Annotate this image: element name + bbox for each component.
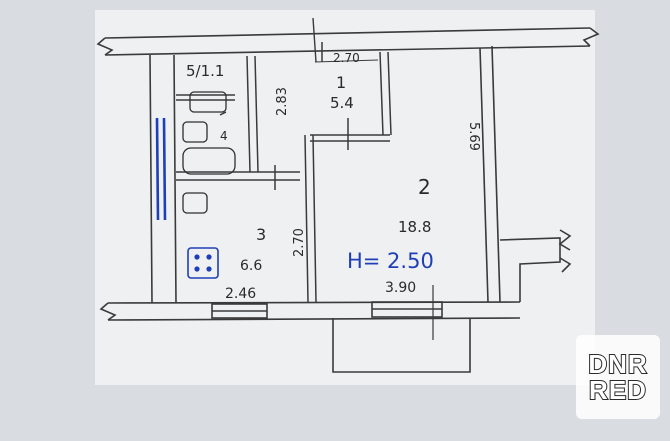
room2-width-label: 3.90 <box>385 280 416 296</box>
room1-number: 1 <box>336 73 346 92</box>
watermark-line2: RED <box>588 375 647 405</box>
room1-area: 5.4 <box>330 94 354 112</box>
room3-depth-label: 2.70 <box>292 228 307 257</box>
room2-depth-label: 5.69 <box>466 122 481 151</box>
room3-width-label: 2.46 <box>225 286 256 302</box>
sink-icon <box>182 121 208 143</box>
room2-area: 18.8 <box>398 218 431 236</box>
toilet-icon <box>189 91 227 113</box>
left-wall <box>149 54 177 304</box>
bath-number: 4 <box>220 129 228 143</box>
kitchen-sink-icon <box>182 192 208 214</box>
paper-sheet <box>95 10 595 385</box>
bathroom-fixtures <box>182 91 236 214</box>
bathtub-icon <box>182 147 236 175</box>
room1-width-label: 2.70 <box>333 51 360 65</box>
room1-width-dim <box>314 59 379 63</box>
stove-icon <box>187 247 219 279</box>
room3-area: 6.6 <box>240 258 262 274</box>
top-wall <box>96 17 600 63</box>
bottom-wall <box>99 285 521 373</box>
blue-utility-line <box>155 117 167 221</box>
room2-number: 2 <box>418 175 431 199</box>
watermark-logo: DNR RED <box>576 335 660 419</box>
right-wall <box>479 45 572 303</box>
room1-depth-label: 2.83 <box>275 87 290 116</box>
watermark-line1: DNR <box>587 349 648 379</box>
ceiling-height-note: H= 2.50 <box>347 249 434 273</box>
room3-number: 3 <box>256 225 266 244</box>
interior-walls <box>176 42 392 303</box>
wc-size-label: 5/1.1 <box>186 62 224 80</box>
